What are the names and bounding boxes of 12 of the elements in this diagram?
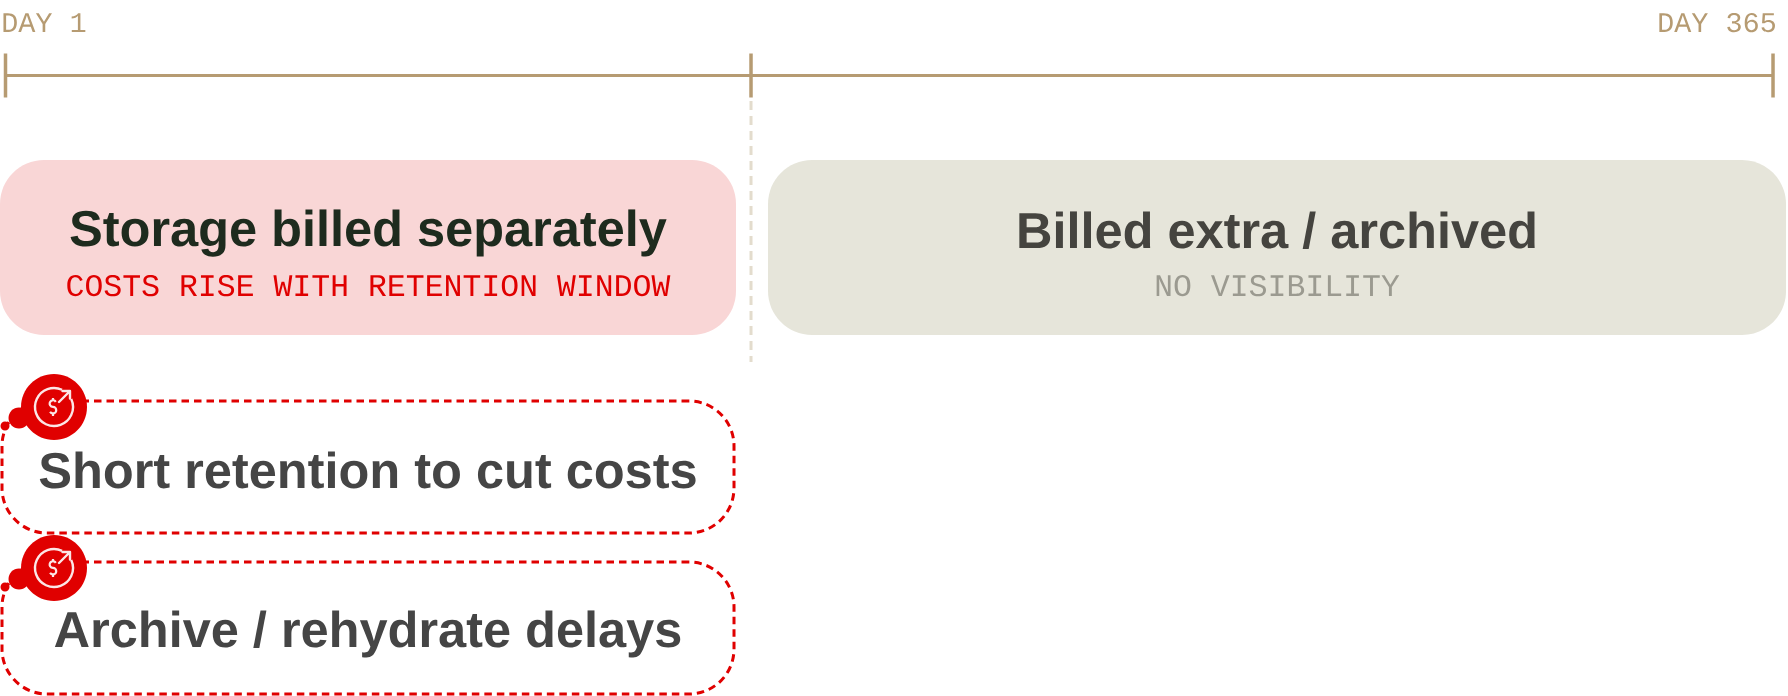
- rounded-box: [768, 160, 1786, 335]
- box-text: Archive / rehydrate delays: [54, 610, 681, 658]
- box-heading: Storage billed separately: [70, 209, 667, 257]
- timeline-label: DAY 1: [3, 13, 86, 32]
- box-heading: Billed extra / archived: [1019, 211, 1535, 249]
- box-subheading: COSTS RISE WITH RETENTION WINDOW: [67, 274, 671, 297]
- dashed-box: [0, 399, 736, 535]
- box-text: Short retention to cut costs: [39, 451, 696, 489]
- box-subheading: NO VISIBILITY: [1156, 274, 1400, 297]
- dashed-box: [0, 560, 736, 696]
- rounded-box: [0, 160, 736, 335]
- timeline-label: DAY 365: [1659, 12, 1775, 33]
